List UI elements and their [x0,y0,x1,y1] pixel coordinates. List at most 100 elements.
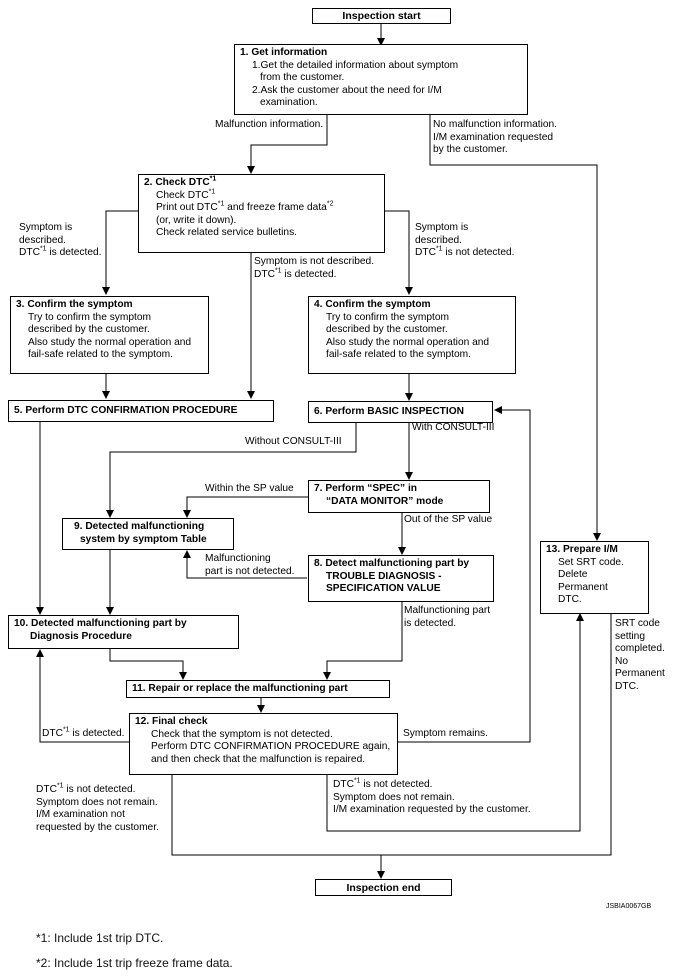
step-7-spec-data-monitor: 7. Perform “SPEC” in “DATA MONITOR” mode [308,480,490,513]
label-srt-line-4: No [615,655,629,667]
inspection-start-label: Inspection start [342,10,421,22]
label-sdl-line-1: Symptom is [19,222,73,233]
label-sdl-sup: *1 [39,245,47,253]
label-srt-line-5: Permanent [615,668,665,680]
step-13-line-4: DTC. [558,594,582,606]
label-el-line-4: requested by the customer. [36,821,159,833]
step-1-line-3: 2.Ask the customer about the need for I/… [252,84,442,96]
label-snd-sup: *1 [274,267,282,275]
step-2-check-dtc: 2. Check DTC*1 Check DTC*1 Print out DTC… [138,174,385,253]
label-srt-line-6: DTC. [615,680,639,692]
step-2-line-4: Check related service bulletins. [156,227,297,239]
label-em-line-1: DTC*1 is not detected. [333,777,531,792]
step-13-title: 13. Prepare I/M [546,544,618,555]
label-srt-line-3: completed. [615,643,665,655]
label-malfunction-information: Malfunction information. [215,119,324,130]
step-11-repair-replace: 11. Repair or replace the malfunctioning… [126,680,390,698]
footnote-2: *2: Include 1st trip freeze frame data. [36,956,233,970]
step-3-title: 3. Confirm the symptom [16,299,133,310]
label-no-malfunction: No malfunction information. I/M examinat… [433,119,557,157]
label-end-mid: DTC*1 is not detected. Symptom does not … [333,777,531,817]
label-em-sup: *1 [353,777,361,785]
step-4-title: 4. Confirm the symptom [314,299,431,310]
label-sdr-dtc: DTC [415,247,436,259]
label-dd-rest: is detected. [69,728,125,739]
step-3-line-3: Also study the normal operation and [28,336,192,348]
label-end-left: DTC*1 is not detected. Symptom does not … [36,783,159,834]
label-dtc-detected: DTC*1 is detected. [42,726,125,741]
label-malfunction-not-detected: Malfunctioning part is not detected. [205,553,294,578]
step-13-prepare-im: 13. Prepare I/M Set SRT code. Delete Per… [540,541,649,614]
step-8-line-1: 8. Detect malfunctioning part by [314,558,470,569]
step-2-title-text: 2. Check DTC [144,177,210,188]
label-mnd-line-2: part is not detected. [205,565,295,577]
label-sdr-line-1: Symptom is [415,222,469,233]
step-13-line-1: Set SRT code. [558,556,624,568]
label-mnd-line-1: Malfunctioning [205,553,271,564]
label-symptom-not-described: Symptom is not described. DTC*1 is detec… [254,256,374,281]
step-3-confirm-symptom: 3. Confirm the symptom Try to confirm th… [10,296,209,374]
step-2-line-3: (or, write it down). [156,214,237,226]
label-with-consult: With CONSULT-III [412,422,495,433]
step-3-line-2: described by the customer. [28,324,150,336]
step-8-trouble-diagnosis: 8. Detect malfunctioning part by TROUBLE… [308,555,494,602]
step-5-title: 5. Perform DTC CONFIRMATION PROCEDURE [14,405,238,416]
label-srt-line-2: setting [615,630,646,642]
label-el-dtc: DTC [36,784,57,795]
label-md-line-2: is detected. [404,617,457,629]
label-snd-line-1: Symptom is not described. [254,256,375,267]
step-1-title: 1. Get information [240,47,328,58]
label-sdr-sup: *1 [435,245,443,253]
step-13-line-2: Delete [558,569,588,581]
step-4-confirm-symptom: 4. Confirm the symptom Try to confirm th… [308,296,516,374]
step-12-title: 12. Final check [135,716,208,727]
label-sdl-rest: is detected. [46,247,102,259]
label-sdr-line-2: described. [415,234,463,246]
step-2-line-2a: Print out DTC [156,202,218,214]
step-10-line-2: Diagnosis Procedure [30,630,132,642]
step-2-line-1: Check DTC*1 [144,188,379,203]
label-srt-code: SRT code setting completed. No Permanent… [615,618,665,694]
label-no-malfunction-line-2: I/M examination requested [433,131,554,143]
inspection-end-label: Inspection end [346,882,421,894]
label-snd-rest: is detected. [281,268,337,280]
label-em-rest: is not detected. [360,779,433,790]
label-srt-line-1: SRT code [615,618,660,629]
step-11-title: 11. Repair or replace the malfunctioning… [132,683,348,694]
step-9-symptom-table: 9. Detected malfunctioning system by sym… [62,518,234,550]
label-no-malfunction-line-3: by the customer. [433,144,508,156]
label-sdl-line-3: DTC*1 is detected. [19,245,102,260]
label-symptom-described-left: Symptom is described. DTC*1 is detected. [19,222,102,260]
step-6-basic-inspection: 6. Perform BASIC INSPECTION [308,401,493,423]
step-2-line-2: Print out DTC*1 and freeze frame data*2 [144,200,379,215]
label-em-line-2: Symptom does not remain. [333,791,455,803]
label-symptom-described-right: Symptom is described. DTC*1 is not detec… [415,222,515,260]
step-1-line-2: from the customer. [260,72,345,84]
step-6-title: 6. Perform BASIC INSPECTION [314,406,465,417]
step-2-line-2-sup2: *2 [326,200,334,208]
label-sdl-dtc: DTC [19,247,40,259]
label-el-line-1: DTC*1 is not detected. [36,783,159,797]
step-10-line-1: 10. Detected malfunctioning part by [14,618,187,629]
label-symptom-remains: Symptom remains. [403,728,488,739]
inspection-end-box: Inspection end [315,879,452,896]
label-dd-sup: *1 [62,726,70,734]
label-md-line-1: Malfunctioning part [404,605,491,616]
step-12-line-1: Check that the symptom is not detected. [151,728,333,740]
step-8-line-2: TROUBLE DIAGNOSIS - [326,570,442,582]
label-em-line-3: I/M examination requested by the custome… [333,804,531,816]
step-2-line-1-sup: *1 [208,188,216,196]
step-1-get-information: 1. Get information 1.Get the detailed in… [234,44,528,115]
step-4-line-2: described by the customer. [326,324,448,336]
step-2-line-2-sup1: *1 [217,200,225,208]
step-12-final-check: 12. Final check Check that the symptom i… [129,713,398,775]
step-4-line-4: fail-safe related to the symptom. [326,349,471,361]
figure-code: JSBIA0067GB [606,903,652,910]
step-7-line-1: 7. Perform “SPEC” in [314,483,418,494]
label-malfunction-detected: Malfunctioning part is detected. [404,605,490,630]
step-9-line-1: 9. Detected malfunctioning [74,521,205,532]
step-3-line-1: Try to confirm the symptom [28,311,152,323]
step-7-line-2: “DATA MONITOR” mode [326,495,444,507]
step-2-title-sup: *1 [209,175,217,183]
